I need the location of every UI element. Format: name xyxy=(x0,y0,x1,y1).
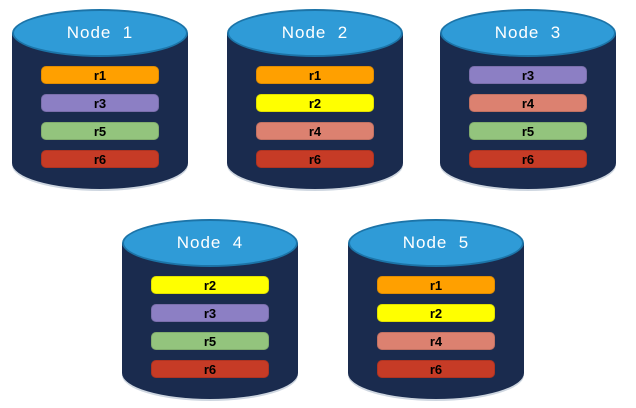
replica-bar-r6: r6 xyxy=(469,150,587,168)
replica-bar-r2: r2 xyxy=(256,94,374,112)
replica-bar-r3: r3 xyxy=(41,94,159,112)
replica-bar-r4: r4 xyxy=(377,332,495,350)
database-node: Node 1 r1 r3 r5 r6 xyxy=(12,9,188,189)
cylinder-top: Node 3 xyxy=(440,9,616,57)
cylinder-top: Node 2 xyxy=(227,9,403,57)
replica-bar-r1: r1 xyxy=(256,66,374,84)
replica-bar-r1: r1 xyxy=(377,276,495,294)
replica-bar-r6: r6 xyxy=(256,150,374,168)
node-title: Node 1 xyxy=(66,23,134,42)
node-title: Node 2 xyxy=(281,23,349,42)
node-title: Node 4 xyxy=(176,233,244,252)
database-node: Node 5 r1 r2 r4 r6 xyxy=(348,219,524,399)
replica-bar-r3: r3 xyxy=(469,66,587,84)
replica-bar-r6: r6 xyxy=(377,360,495,378)
replica-bar-r6: r6 xyxy=(41,150,159,168)
database-node: Node 3 r3 r4 r5 r6 xyxy=(440,9,616,189)
replica-bar-r2: r2 xyxy=(151,276,269,294)
replica-list: r2 r3 r5 r6 xyxy=(151,276,269,378)
cylinder-top: Node 5 xyxy=(348,219,524,267)
node-title: Node 5 xyxy=(402,233,470,252)
replica-bar-r2: r2 xyxy=(377,304,495,322)
replica-bar-r4: r4 xyxy=(256,122,374,140)
replica-bar-r5: r5 xyxy=(469,122,587,140)
replica-bar-r4: r4 xyxy=(469,94,587,112)
replica-bar-r5: r5 xyxy=(151,332,269,350)
database-node: Node 4 r2 r3 r5 r6 xyxy=(122,219,298,399)
replica-bar-r6: r6 xyxy=(151,360,269,378)
replica-list: r1 r2 r4 r6 xyxy=(256,66,374,168)
cylinder-top: Node 4 xyxy=(122,219,298,267)
replica-list: r3 r4 r5 r6 xyxy=(469,66,587,168)
replica-bar-r1: r1 xyxy=(41,66,159,84)
replica-bar-r3: r3 xyxy=(151,304,269,322)
node-title: Node 3 xyxy=(494,23,562,42)
replica-list: r1 r2 r4 r6 xyxy=(377,276,495,378)
replica-bar-r5: r5 xyxy=(41,122,159,140)
database-node: Node 2 r1 r2 r4 r6 xyxy=(227,9,403,189)
cylinder-top: Node 1 xyxy=(12,9,188,57)
replica-list: r1 r3 r5 r6 xyxy=(41,66,159,168)
